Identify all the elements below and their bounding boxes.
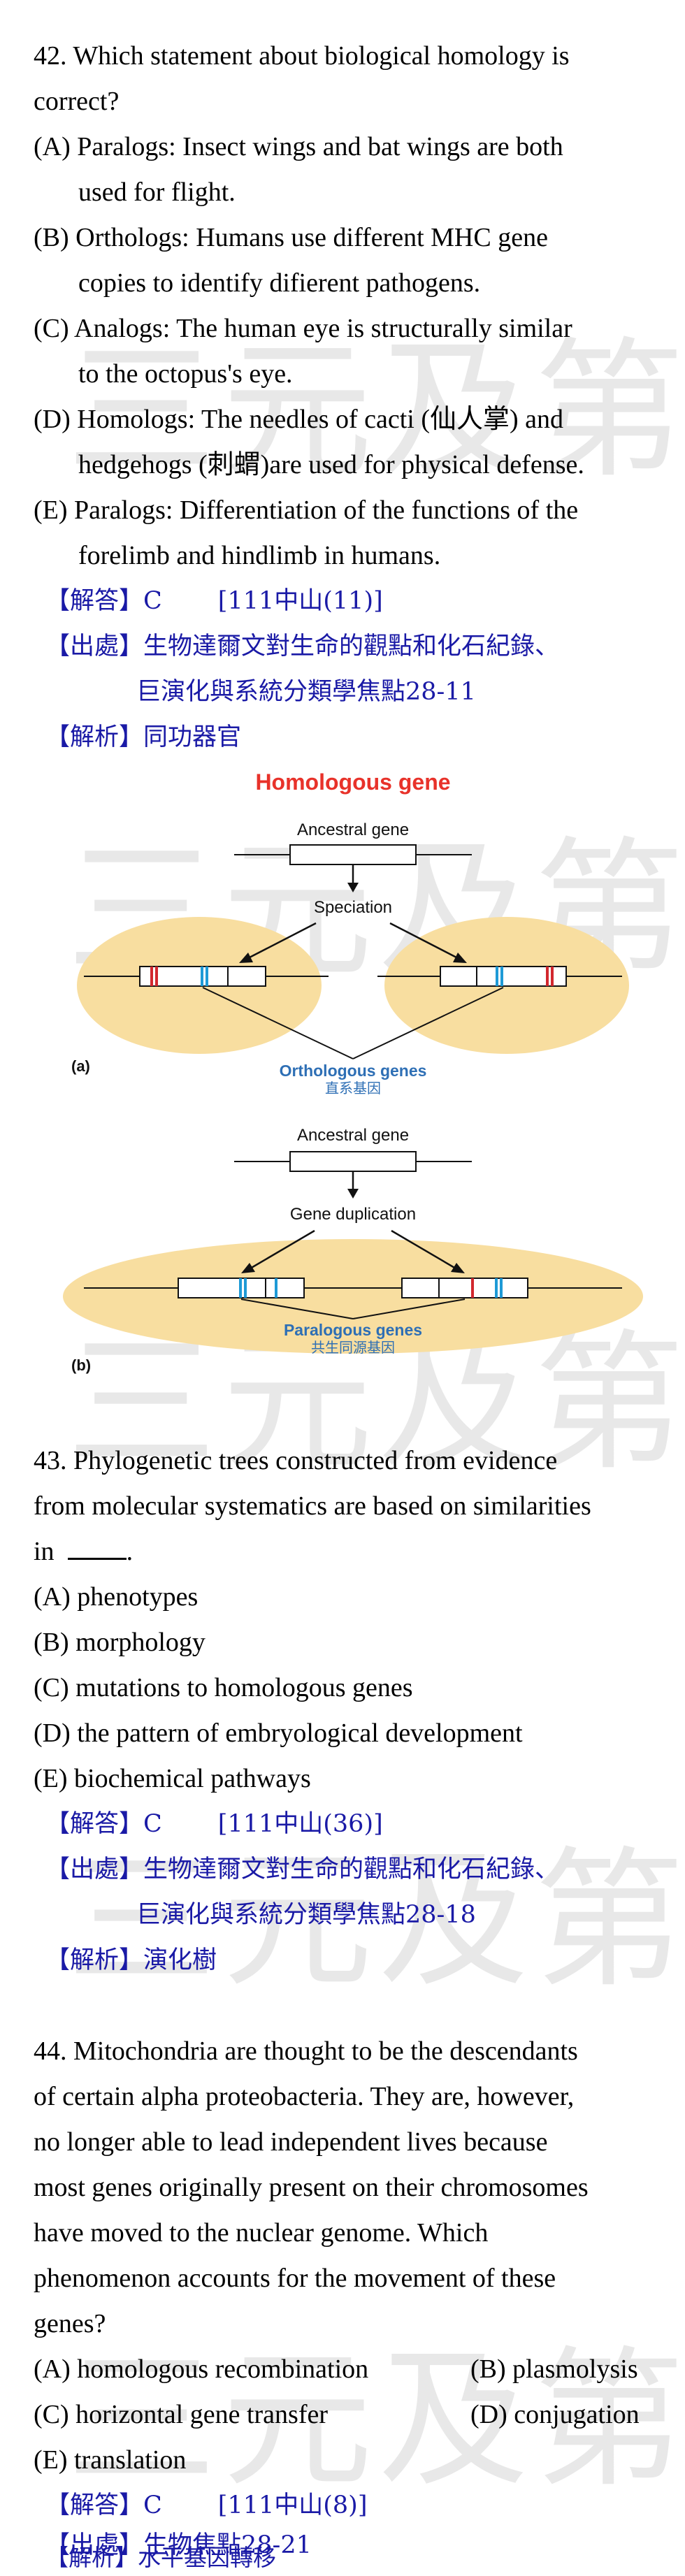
ancestral-gene-box bbox=[289, 1151, 417, 1172]
paralogous-caption: Paralogous genes bbox=[284, 1321, 422, 1339]
orthologous-caption-zh: 直系基因 bbox=[325, 1080, 381, 1097]
explain-text: 演化樹 bbox=[143, 1946, 217, 1974]
panel-b: Ancestral gene Gene duplication bbox=[63, 1126, 643, 1374]
answer-value: C bbox=[143, 587, 162, 615]
panel-a: Ancestral gene Speciation bbox=[71, 820, 629, 1097]
ellipse-wide bbox=[63, 1239, 643, 1354]
question-stem: correct? bbox=[34, 87, 120, 116]
explain-text: 水平基因轉移 bbox=[138, 2544, 276, 2571]
source-cont: 巨演化與系統分類學焦點28-18 bbox=[136, 1901, 476, 1929]
answer-line: 【解答】C [111中山(8)] bbox=[45, 2490, 368, 2521]
explain-label: 【解析】 bbox=[45, 1946, 144, 1974]
gene-copy-2 bbox=[401, 1278, 528, 1298]
fill-blank bbox=[67, 1537, 127, 1560]
option-e: (E) Paralogs: Differentiation of the fun… bbox=[34, 495, 579, 525]
explain-label: 【解析】 bbox=[45, 2544, 138, 2571]
diagram-title: Homologous gene bbox=[255, 769, 450, 795]
ancestral-gene-label: Ancestral gene bbox=[297, 1126, 409, 1145]
question-stem: have moved to the nuclear genome. Which bbox=[34, 2218, 489, 2248]
option-row: (C) horizontal gene transfer (D) conjuga… bbox=[34, 2399, 663, 2430]
explain-line: 【解析】演化樹 bbox=[45, 1945, 217, 1976]
option-c: (C) Analogs: The human eye is structural… bbox=[34, 314, 572, 343]
option-d: (D) Homologs: The needles of cacti (仙人掌)… bbox=[34, 405, 564, 434]
ancestral-gene-box bbox=[289, 844, 417, 865]
option-a-cont: used for flight. bbox=[78, 178, 236, 207]
option-d: (D) conjugation bbox=[470, 2400, 640, 2429]
question-stem: 44. Mitochondria are thought to be the d… bbox=[34, 2036, 578, 2066]
answer-label: 【解答】 bbox=[45, 587, 144, 615]
question-stem: of certain alpha proteobacteria. They ar… bbox=[34, 2082, 575, 2111]
question-stem: genes? bbox=[34, 2309, 106, 2338]
option-b-cont: copies to identify difierent pathogens. bbox=[78, 268, 481, 298]
source-text: 生物達爾文對生命的觀點和化石紀錄、 bbox=[143, 632, 560, 660]
question-stem: no longer able to lead independent lives… bbox=[34, 2127, 548, 2157]
source-line: 【出處】生物焦點28-21 bbox=[45, 2530, 312, 2561]
source-label: 【出處】 bbox=[45, 632, 144, 660]
paralogous-caption-zh: 共生同源基因 bbox=[311, 1340, 395, 1356]
source-line: 【出處】生物達爾文對生命的觀點和化石紀錄、 bbox=[45, 1854, 559, 1885]
answer-label: 【解答】 bbox=[45, 1810, 144, 1838]
option-c: (C) mutations to homologous genes bbox=[34, 1673, 413, 1702]
question-stem-end: in . bbox=[34, 1536, 133, 1567]
answer-ref: [111中山(8)] bbox=[217, 2491, 368, 2519]
source-cont: 巨演化與系統分類學焦點28-11 bbox=[136, 678, 476, 706]
option-c: (C) horizontal gene transfer bbox=[34, 2400, 328, 2429]
source-line: 【出處】生物達爾文對生命的觀點和化石紀錄、 bbox=[45, 631, 559, 662]
answer-line: 【解答】C [111中山(11)] bbox=[45, 586, 383, 616]
answer-line: 【解答】C [111中山(36)] bbox=[45, 1809, 383, 1839]
source-label: 【出處】 bbox=[45, 2531, 144, 2559]
option-a: (A) homologous recombination bbox=[34, 2354, 369, 2384]
answer-ref: [111中山(11)] bbox=[217, 587, 383, 615]
source-label: 【出處】 bbox=[45, 1855, 144, 1883]
option-row: (A) homologous recombination (B) plasmol… bbox=[34, 2354, 663, 2385]
option-e: (E) biochemical pathways bbox=[34, 1764, 311, 1793]
source-text: 生物焦點28-21 bbox=[143, 2531, 312, 2559]
answer-value: C bbox=[143, 1810, 162, 1838]
speciation-label: Speciation bbox=[314, 898, 392, 917]
stem-text: in bbox=[34, 1537, 55, 1566]
option-d: (D) the pattern of embryological develop… bbox=[34, 1718, 523, 1748]
homologous-gene-diagram: Homologous gene Ancestral gene Speciatio… bbox=[63, 769, 643, 1374]
option-e-cont: forelimb and hindlimb in humans. bbox=[78, 541, 441, 570]
option-c-cont: to the octopus's eye. bbox=[78, 359, 293, 389]
option-a: (A) phenotypes bbox=[34, 1582, 199, 1612]
explain-line: 【解析】同功器官 bbox=[45, 722, 241, 753]
option-a: (A) Paralogs: Insect wings and bat wings… bbox=[34, 132, 563, 161]
ancestral-gene-label: Ancestral gene bbox=[297, 820, 409, 839]
answer-value: C bbox=[143, 2491, 162, 2519]
explain-label: 【解析】 bbox=[45, 723, 144, 751]
answer-label: 【解答】 bbox=[45, 2491, 144, 2519]
option-d-cont: hedgehogs (刺蝟)are used for physical defe… bbox=[78, 450, 584, 479]
source-text: 生物達爾文對生命的觀點和化石紀錄、 bbox=[143, 1855, 560, 1883]
orthologous-caption: Orthologous genes bbox=[280, 1062, 427, 1080]
panel-a-label: (a) bbox=[71, 1057, 90, 1075]
question-stem: 43. Phylogenetic trees constructed from … bbox=[34, 1446, 558, 1475]
question-stem: 42. Which statement about biological hom… bbox=[34, 41, 570, 71]
explain-line: 【解析】水平基因轉移 bbox=[45, 2544, 276, 2572]
option-e: (E) translation bbox=[34, 2445, 187, 2475]
question-stem: most genes originally present on their c… bbox=[34, 2173, 589, 2202]
answer-ref: [111中山(36)] bbox=[217, 1810, 383, 1838]
panel-b-label: (b) bbox=[71, 1356, 91, 1374]
question-stem: from molecular systematics are based on … bbox=[34, 1491, 591, 1521]
explain-text: 同功器官 bbox=[143, 723, 242, 751]
gene-duplication-label: Gene duplication bbox=[290, 1205, 416, 1224]
option-b: (B) Orthologs: Humans use different MHC … bbox=[34, 223, 548, 252]
stem-period: . bbox=[126, 1537, 134, 1566]
option-b: (B) plasmolysis bbox=[470, 2354, 638, 2384]
option-b: (B) morphology bbox=[34, 1628, 206, 1657]
question-stem: phenomenon accounts for the movement of … bbox=[34, 2264, 556, 2293]
